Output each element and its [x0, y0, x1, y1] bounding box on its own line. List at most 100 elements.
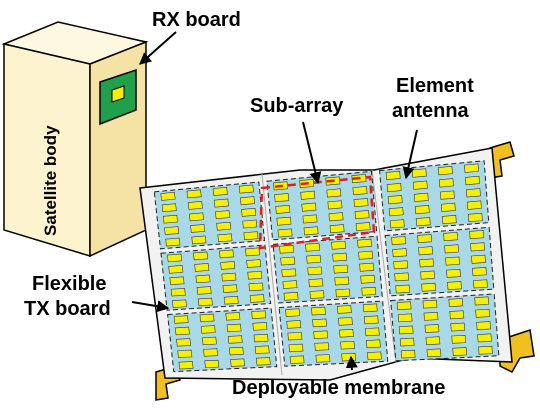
element-antenna: [203, 348, 218, 357]
satellite-body-label: Satellite body: [41, 125, 60, 236]
element-antenna: [302, 214, 318, 224]
satellite-body: Satellite body: [1, 21, 149, 258]
antenna-panel: [272, 235, 383, 304]
antenna-panel-grid: [153, 160, 500, 373]
element-antenna: [414, 204, 430, 215]
element-antenna: [274, 193, 290, 203]
element-antenna: [396, 301, 412, 311]
element-antenna: [422, 299, 438, 309]
element-antenna: [280, 256, 296, 266]
element-antenna: [388, 207, 404, 217]
element-antenna: [361, 286, 377, 296]
element-antenna: [438, 165, 453, 176]
element-antenna: [309, 290, 325, 299]
element-antenna: [177, 349, 193, 358]
callout-arrows: [131, 31, 418, 371]
element-antenna: [367, 351, 382, 361]
element-antenna: [438, 178, 454, 188]
element-antenna: [314, 342, 330, 351]
element-antenna: [246, 259, 262, 268]
element-antenna: [411, 168, 427, 178]
element-antenna: [162, 214, 178, 224]
element-antenna: [326, 188, 342, 198]
element-antenna: [241, 207, 257, 217]
element-antenna: [168, 265, 184, 274]
antenna-panel: [153, 181, 266, 250]
element-antenna: [329, 224, 345, 234]
element-antenna: [245, 247, 260, 257]
element-antenna: [285, 308, 301, 317]
element-antenna: [333, 264, 349, 274]
element-antenna: [176, 338, 191, 347]
element-antenna: [439, 190, 455, 200]
element-antenna: [447, 281, 462, 290]
element-antenna: [467, 212, 483, 223]
element-antenna: [472, 267, 487, 277]
element-antenna: [441, 215, 457, 225]
element-antenna: [195, 274, 211, 284]
element-antenna: [341, 352, 356, 362]
element-antenna: [391, 236, 407, 246]
element-antenna: [466, 188, 481, 198]
element-antenna: [219, 249, 234, 259]
element-antenna: [190, 224, 206, 233]
element-antenna: [215, 210, 231, 220]
element-antenna: [226, 323, 242, 333]
element-antenna: [287, 331, 303, 341]
element-antenna: [223, 296, 239, 305]
element-antenna: [425, 336, 441, 345]
element-antenna: [366, 339, 381, 349]
element-antenna: [197, 297, 213, 307]
element-antenna: [315, 354, 331, 363]
element-antenna: [355, 222, 371, 232]
sub-array-outline: [258, 175, 376, 250]
element-antenna: [312, 318, 327, 328]
sub-array-label: Sub-array: [250, 95, 344, 117]
element-antenna: [253, 333, 269, 343]
element-antenna: [360, 274, 376, 284]
element-antenna: [340, 340, 355, 350]
element-antenna: [359, 262, 375, 272]
element-antenna: [305, 242, 320, 252]
deployable-membrane-label: Deployable membrane: [232, 377, 445, 399]
element-antenna: [415, 217, 431, 227]
element-antenna: [279, 244, 295, 254]
element-antenna: [225, 312, 241, 321]
antenna-panel: [278, 300, 389, 367]
rx-board-label: RX board: [152, 9, 241, 31]
element-antenna: [221, 272, 237, 282]
element-antenna: [362, 303, 378, 313]
element-antenna: [313, 330, 329, 339]
element-antenna: [189, 212, 204, 222]
element-antenna: [421, 282, 436, 292]
element-antenna: [328, 212, 344, 222]
membrane-arrow: [345, 355, 358, 371]
element-antenna: [303, 226, 319, 236]
element-antenna: [400, 349, 416, 359]
element-antenna: [281, 268, 297, 278]
element-antenna: [193, 251, 208, 261]
element-antenna: [385, 170, 401, 181]
element-antenna: [393, 260, 409, 270]
flexible-tx-label-line2: TX board: [24, 298, 111, 320]
element-antenna: [420, 270, 435, 280]
element-antenna: [363, 315, 379, 325]
element-antenna: [387, 195, 403, 205]
element-antenna: [300, 190, 316, 200]
element-antenna: [251, 310, 267, 319]
element-antenna: [332, 252, 348, 262]
element-antenna: [399, 337, 415, 347]
element-antenna: [286, 320, 302, 329]
element-antenna: [413, 192, 429, 202]
element-antenna: [417, 234, 433, 244]
element-antenna: [283, 292, 299, 301]
element-antenna: [445, 256, 460, 266]
element-antenna: [227, 335, 243, 344]
element-antenna: [276, 216, 292, 226]
element-antenna: [466, 200, 482, 210]
element-antenna: [334, 276, 350, 286]
element-antenna: [248, 282, 264, 292]
element-antenna: [448, 298, 464, 307]
element-antenna: [357, 238, 372, 248]
element-antenna: [394, 272, 410, 282]
